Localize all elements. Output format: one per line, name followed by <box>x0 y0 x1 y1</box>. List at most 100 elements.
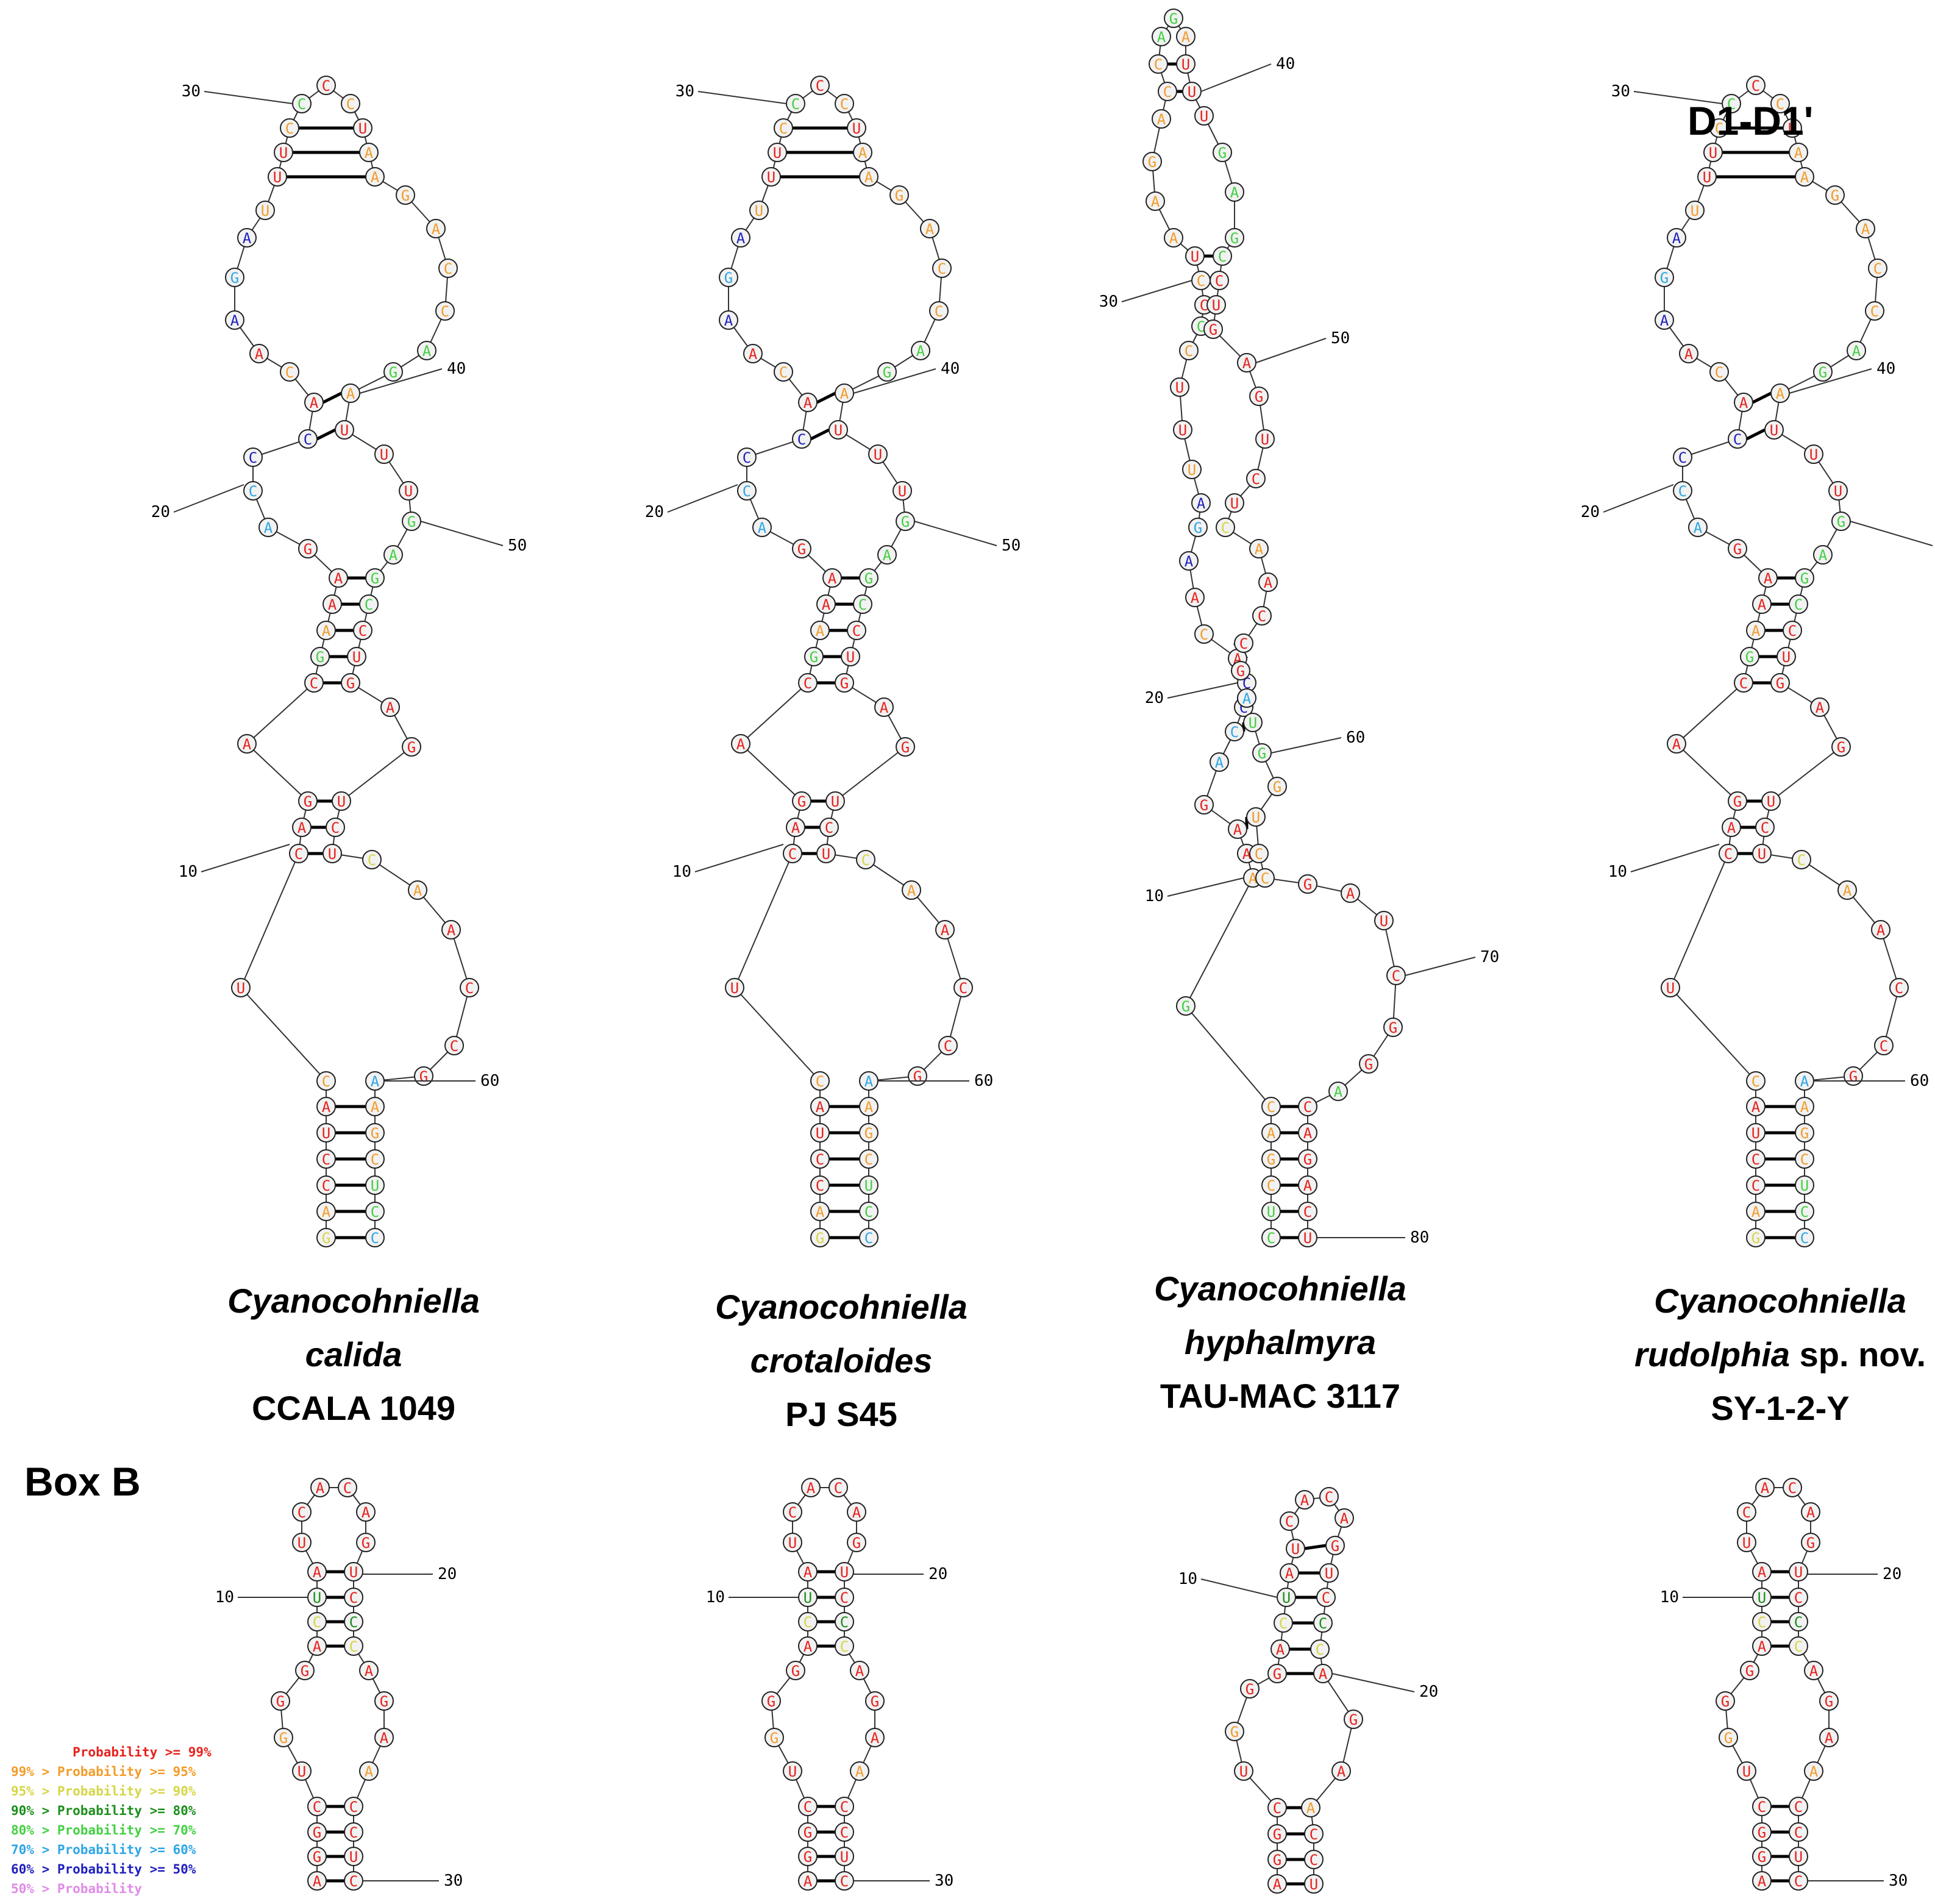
nucleotide: U <box>316 1123 336 1143</box>
svg-text:G: G <box>389 364 397 381</box>
nucleotide: A <box>1228 819 1247 839</box>
nucleotide: A <box>359 1761 379 1781</box>
nucleotide: C <box>774 118 793 138</box>
nucleotide: C <box>460 978 479 997</box>
svg-text:C: C <box>1794 1799 1803 1816</box>
svg-text:U: U <box>273 169 282 186</box>
nucleotide: A <box>304 393 324 412</box>
svg-text:C: C <box>444 260 452 277</box>
svg-text:C: C <box>1163 84 1172 101</box>
svg-text:C: C <box>1392 968 1400 985</box>
position-tick <box>1630 844 1720 872</box>
nucleotide: A <box>1237 353 1256 373</box>
nucleotide: C <box>316 76 336 95</box>
svg-text:C: C <box>788 846 797 863</box>
base-pair-bond <box>1304 1544 1327 1550</box>
nucleotide: C <box>774 362 793 382</box>
svg-text:A: A <box>322 622 331 640</box>
svg-text:A: A <box>1303 1177 1313 1194</box>
species-epithet: calida <box>305 1335 402 1374</box>
svg-text:U: U <box>1267 1203 1275 1221</box>
nucleotide: U <box>761 167 781 187</box>
nucleotide: A <box>920 219 939 238</box>
svg-text:G: G <box>1255 388 1263 405</box>
nucleotide: C <box>1755 818 1775 837</box>
svg-text:U: U <box>804 1589 812 1606</box>
svg-text:U: U <box>1380 913 1388 930</box>
nucleotide: A <box>1810 697 1830 717</box>
svg-text:C: C <box>365 596 373 613</box>
svg-text:A: A <box>346 385 355 402</box>
svg-text:G: G <box>871 1693 879 1710</box>
nucleotide: A <box>374 1728 394 1747</box>
svg-text:G: G <box>1724 1730 1733 1747</box>
svg-text:U: U <box>1758 1589 1766 1606</box>
svg-text:A: A <box>1215 754 1224 771</box>
svg-text:G: G <box>1806 1535 1815 1552</box>
svg-text:A: A <box>925 221 935 238</box>
svg-text:A: A <box>816 1203 825 1221</box>
svg-text:A: A <box>1819 547 1828 564</box>
svg-text:C: C <box>249 483 257 500</box>
svg-text:A: A <box>1751 1099 1761 1116</box>
nucleotide: C <box>835 1822 854 1842</box>
nucleotide: C <box>341 94 360 113</box>
probability-legend: Probability >= 99%99% > Probability >= 9… <box>11 1742 212 1899</box>
nucleotide: U <box>1661 978 1680 997</box>
svg-text:C: C <box>816 1151 824 1168</box>
svg-text:C: C <box>1319 1615 1327 1632</box>
svg-text:G: G <box>724 269 733 287</box>
species-label-2: Cyanocohniella crotaloides PJ S45 <box>671 1280 1012 1441</box>
svg-text:C: C <box>368 852 376 869</box>
nucleotide: U <box>322 844 342 863</box>
nucleotide: C <box>1386 966 1406 985</box>
nucleotide: C <box>953 978 973 997</box>
svg-text:A: A <box>1758 596 1767 613</box>
svg-text:G: G <box>1230 230 1239 247</box>
nucleotide: C <box>1709 362 1729 382</box>
nucleotide: C <box>835 1612 854 1631</box>
nucleotide: A <box>1270 1639 1290 1659</box>
nucleotide: C <box>292 1502 312 1522</box>
svg-text:C: C <box>1273 1800 1281 1817</box>
svg-text:C: C <box>349 1824 358 1841</box>
svg-text:C: C <box>834 1480 843 1497</box>
nucleotide: A <box>859 1097 878 1116</box>
nucleotide: C <box>929 301 949 321</box>
svg-text:A: A <box>1337 1763 1346 1780</box>
nucleotide: A <box>249 344 269 363</box>
nucleotide: G <box>1298 874 1317 894</box>
nucleotide: A <box>935 920 955 940</box>
svg-text:C: C <box>1800 1151 1809 1168</box>
svg-text:C: C <box>1733 431 1742 448</box>
svg-text:A: A <box>1340 1510 1349 1527</box>
svg-text:U: U <box>1800 1177 1809 1194</box>
svg-text:U: U <box>1239 1763 1248 1780</box>
svg-text:U: U <box>371 1177 379 1194</box>
svg-text:G: G <box>230 269 239 287</box>
svg-text:C: C <box>1788 1480 1797 1497</box>
legend-entry: 60% > Probability >= 50% <box>11 1862 196 1877</box>
svg-text:C: C <box>804 675 812 692</box>
svg-text:A: A <box>322 1099 331 1116</box>
nucleotide: A <box>1164 228 1183 248</box>
svg-text:C: C <box>298 1504 306 1521</box>
svg-text:C: C <box>1715 120 1723 137</box>
svg-text:A: A <box>371 1099 380 1116</box>
nucleotide: G <box>1844 1066 1863 1086</box>
svg-text:G: G <box>797 793 806 810</box>
nucleotide: A <box>441 920 461 940</box>
legend-entry: 50% > Probability <box>11 1881 142 1896</box>
svg-text:U: U <box>349 1564 358 1581</box>
nucleotide: C <box>1261 1175 1281 1195</box>
nucleotide: G <box>1655 268 1674 287</box>
nucleotide: C <box>1783 621 1802 640</box>
svg-text:G: G <box>1721 1693 1730 1710</box>
nucleotide: C <box>938 1036 958 1055</box>
svg-text:C: C <box>1895 980 1903 997</box>
nucleotide: C <box>810 1149 830 1169</box>
species-epithet: crotaloides <box>750 1341 933 1380</box>
position-number: 60 <box>974 1072 993 1090</box>
nucleotide: G <box>1716 1691 1735 1711</box>
nucleotide: C <box>1789 1612 1808 1631</box>
